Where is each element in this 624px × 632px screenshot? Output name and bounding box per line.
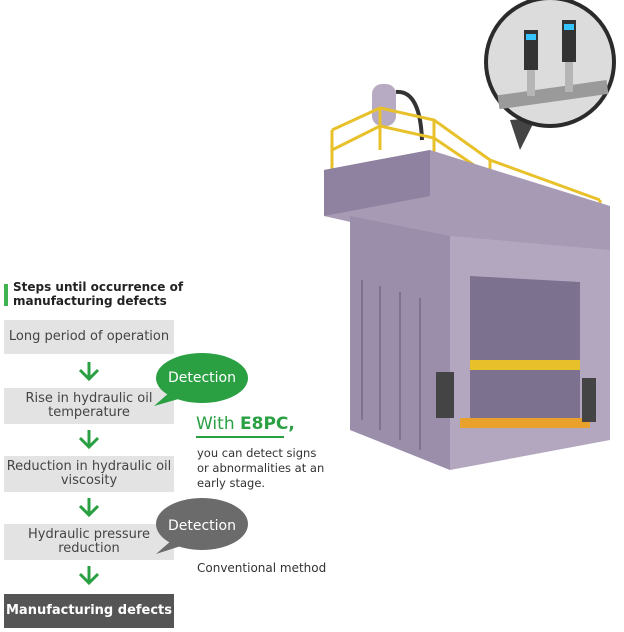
down-arrow-icon (78, 566, 100, 586)
heading-underline (196, 436, 284, 438)
detection-label: Detection (167, 518, 236, 534)
detection-bubble-gray (156, 498, 248, 554)
step-pressure-reduction: Hydraulic pressure reduction (4, 524, 174, 560)
conventional-method-label: Conventional method (197, 561, 327, 575)
down-arrow-icon (78, 362, 100, 382)
step-long-operation: Long period of operation (4, 320, 174, 354)
detection-label: Detection (167, 370, 236, 386)
step-oil-temperature: Rise in hydraulic oil temperature (4, 388, 174, 424)
step-manufacturing-defects: Manufacturing defects (4, 594, 174, 628)
section-title: Steps until occurrence of manufacturing … (13, 280, 184, 308)
step-oil-viscosity: Reduction in hydraulic oil viscosity (4, 456, 174, 492)
down-arrow-icon (78, 430, 100, 450)
with-e8pc-heading: With E8PC, (196, 414, 295, 434)
with-prefix: With (196, 414, 241, 434)
detect-description: you can detect signs or abnormalities at… (197, 446, 325, 490)
sensor-closeup-icon (484, 0, 616, 150)
section-marker (4, 284, 8, 306)
detection-bubble-green (154, 353, 248, 406)
down-arrow-icon (78, 498, 100, 518)
product-name: E8PC, (240, 414, 295, 434)
hydraulic-press-illustration (324, 0, 616, 470)
